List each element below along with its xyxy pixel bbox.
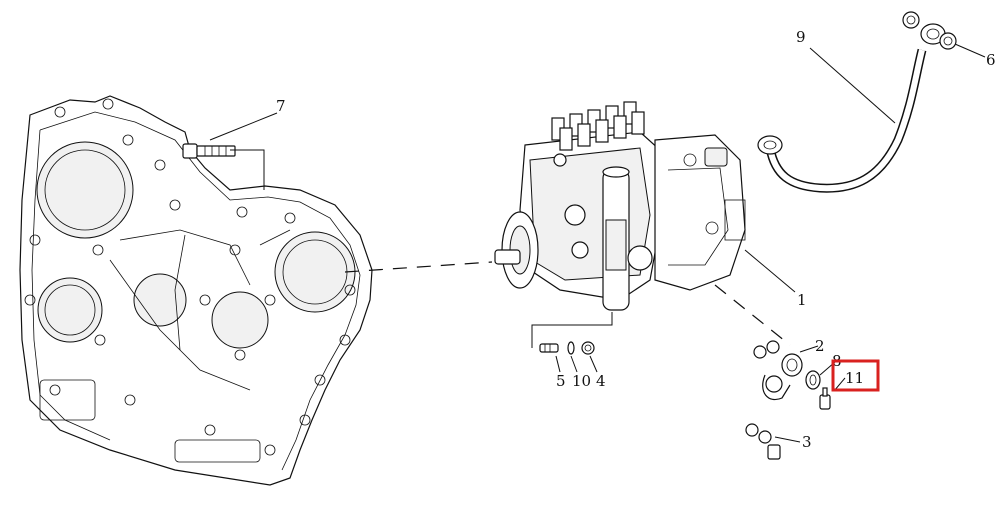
bolt-part-7 <box>182 143 236 159</box>
callout-6: 6 <box>986 51 996 69</box>
callout-1: 1 <box>797 291 807 309</box>
small-parts-5-10-4 <box>539 341 595 355</box>
callout-11: 11 <box>845 369 864 387</box>
fuel-pipe-part-9 <box>757 23 946 193</box>
callout-9: 9 <box>796 28 806 46</box>
banjo-bolt-part-3 <box>745 423 781 460</box>
banjo-fitting-part-2 <box>753 340 803 401</box>
injection-pump-part-1 <box>494 101 746 311</box>
callout-2: 2 <box>815 337 825 355</box>
callout-5: 5 <box>556 372 566 390</box>
callout-4: 4 <box>596 372 606 390</box>
seal-washer-part-8 <box>805 370 821 390</box>
gear-housing-cover <box>19 95 373 486</box>
washers-part-6 <box>902 11 957 50</box>
callout-10: 10 <box>572 372 591 390</box>
highlight-box-part-11 <box>831 359 880 392</box>
callout-3: 3 <box>802 433 812 451</box>
callout-7: 7 <box>276 97 286 115</box>
banjo-bolt-part-11 <box>819 387 831 410</box>
